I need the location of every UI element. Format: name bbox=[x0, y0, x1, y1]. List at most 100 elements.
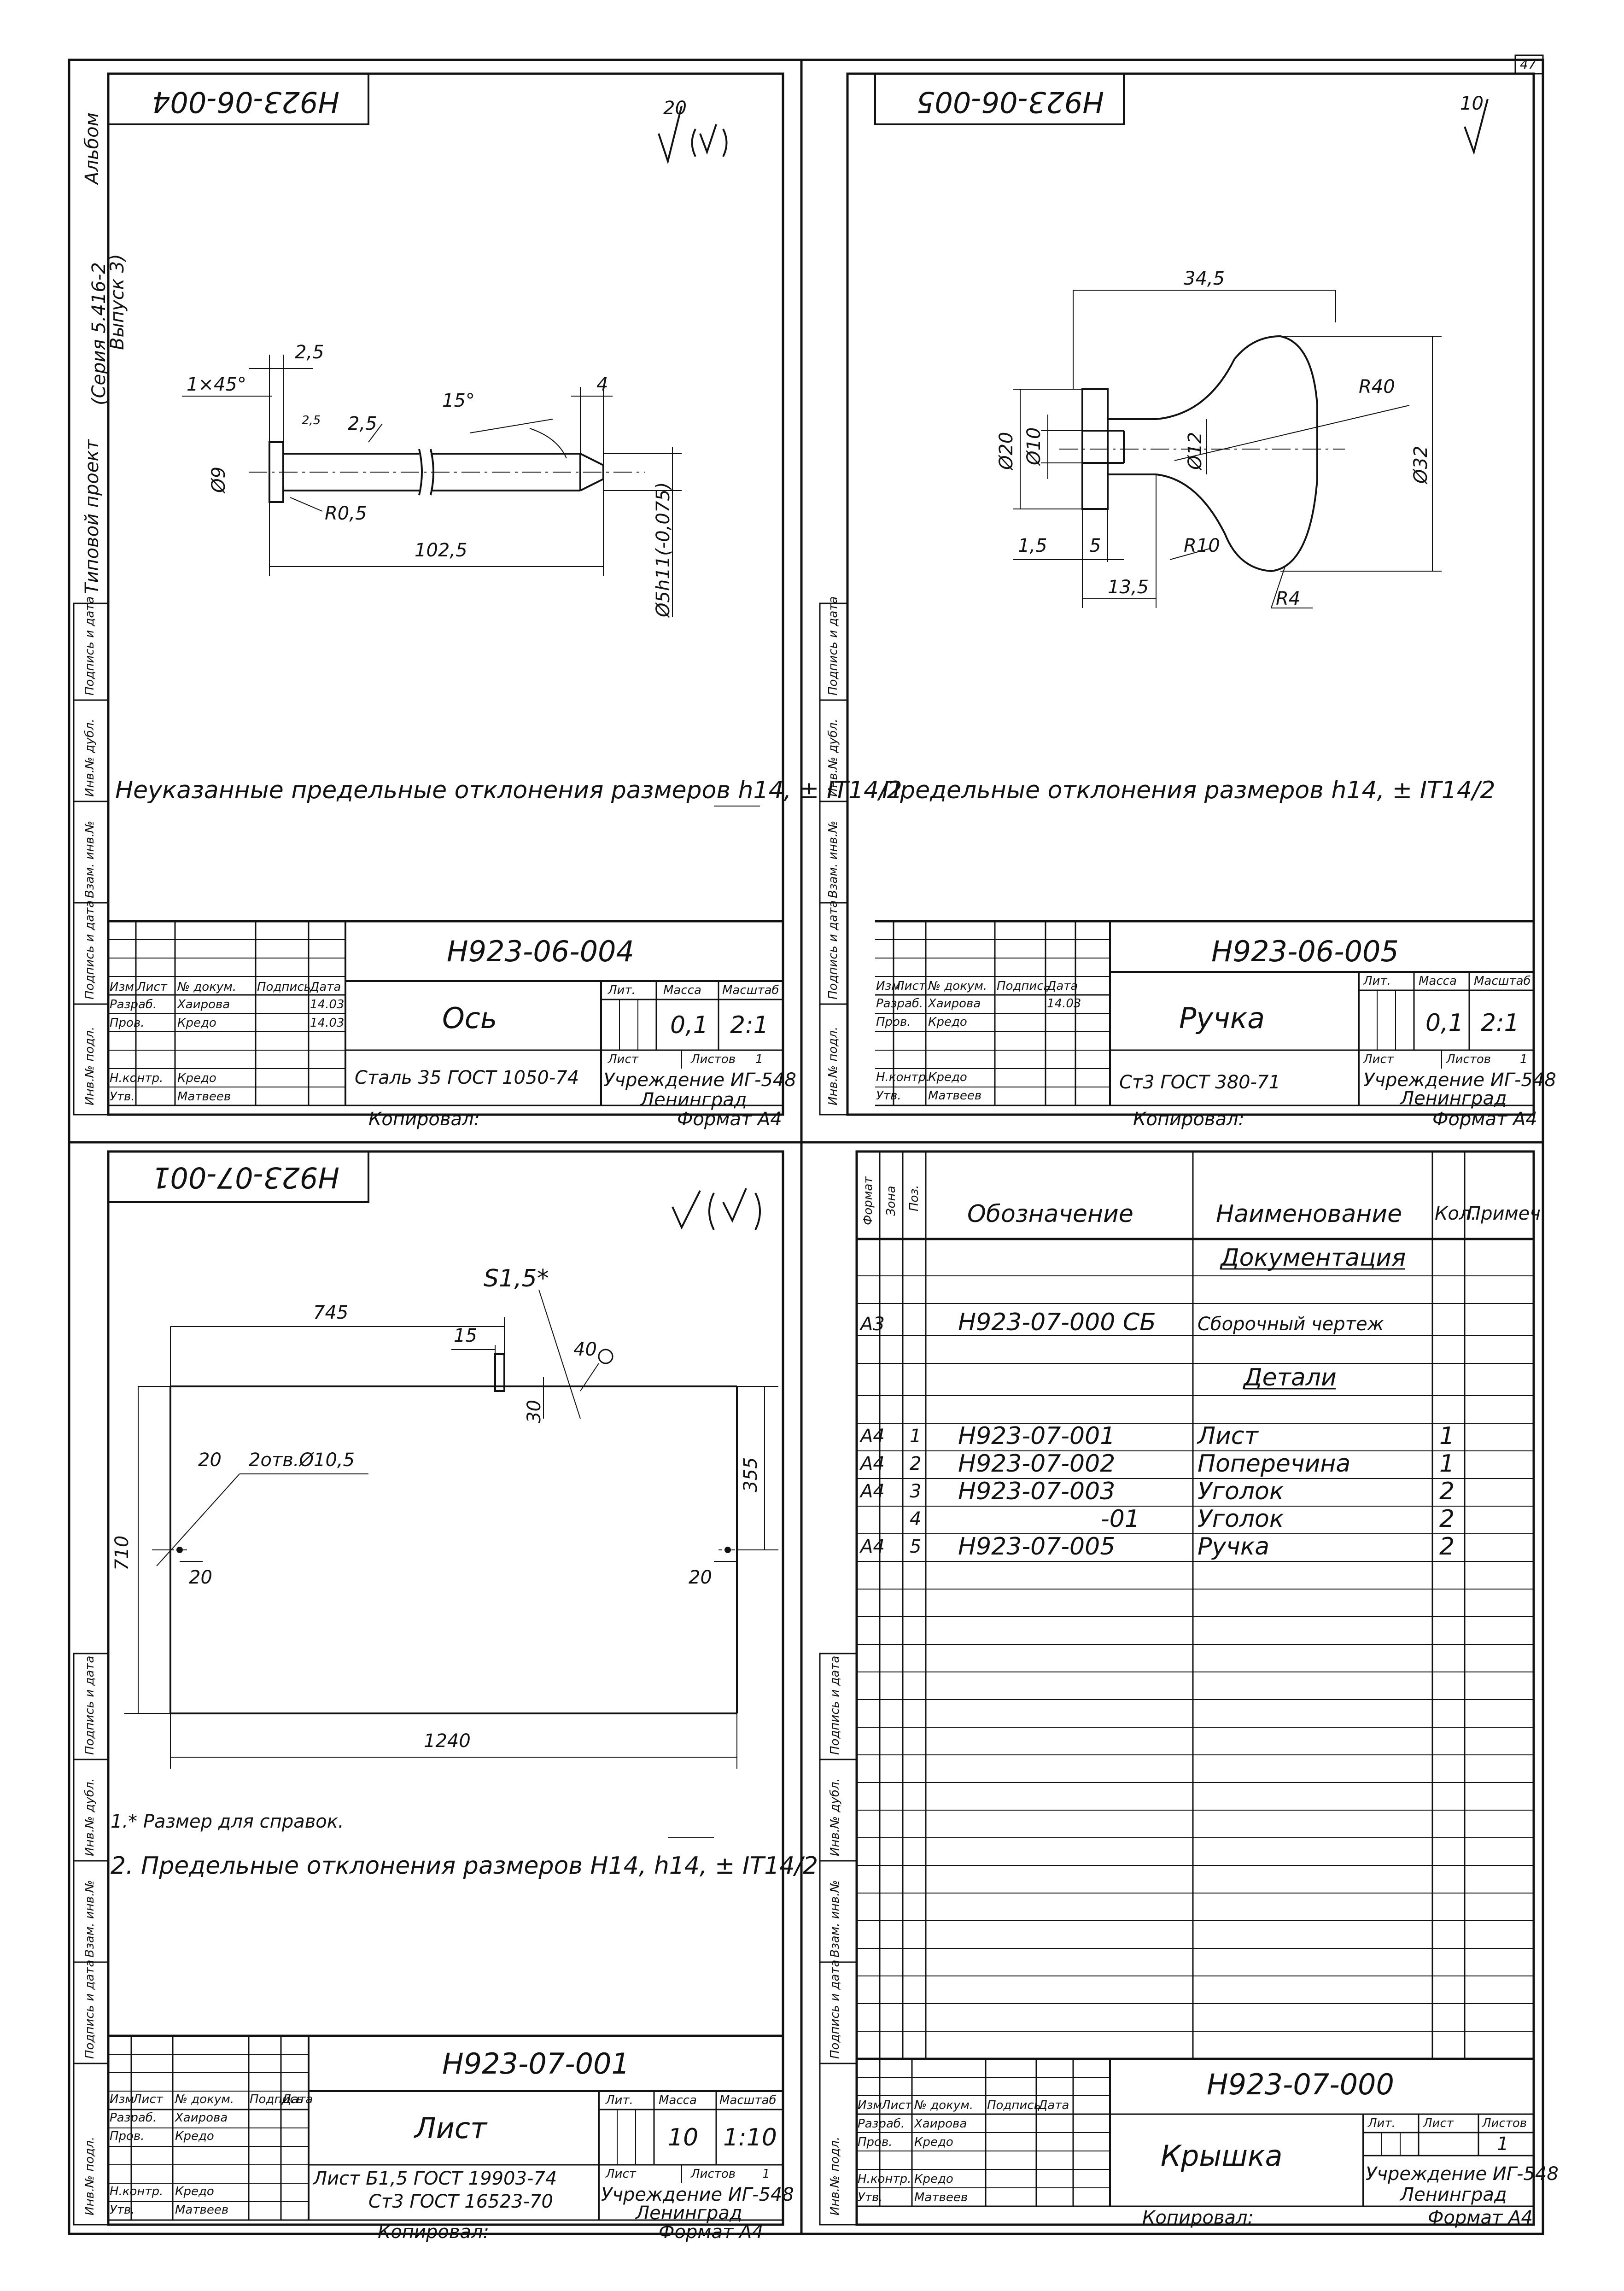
side-stamp-label: Инв.№ дубл. bbox=[83, 1778, 97, 1856]
sheet3-dim-710: 710 bbox=[111, 1535, 133, 1571]
sheet1-role-utv: Утв. bbox=[110, 1090, 135, 1104]
sheet4-hdr-sheets: Листов bbox=[1482, 2116, 1527, 2130]
spec-row-name: Ручка bbox=[1198, 1533, 1270, 1560]
side-stamp-label: Подпись и дата bbox=[83, 1655, 97, 1755]
sheet3-format: Формат А4 bbox=[659, 2221, 764, 2243]
sheet2-hdr-scale: Масштаб bbox=[1474, 974, 1531, 988]
spec-row-name: Лист bbox=[1198, 1422, 1258, 1450]
sheet1-dim-angle: 15° bbox=[442, 390, 475, 411]
sheet2-material: Ст3 ГОСТ 380-71 bbox=[1119, 1072, 1280, 1093]
sheet3-hdr-mass: Масса bbox=[659, 2093, 697, 2107]
spec-row-designation: Н923-07-005 bbox=[958, 1533, 1116, 1560]
sheet1-dim-4: 4 bbox=[596, 374, 608, 395]
sheet1-date1: 14.03 bbox=[310, 998, 345, 1011]
spec-hdr-note: Примеч. bbox=[1467, 1203, 1547, 1224]
sheet1-copied: Копировал: bbox=[368, 1109, 480, 1130]
sheet4-institution: Учреждение ИГ-548 bbox=[1366, 2163, 1559, 2185]
album-title-line3: Выпуск 3) bbox=[107, 254, 128, 350]
sheet1-hdr-doc: № докум. bbox=[177, 980, 237, 994]
sheet3-hdr-list: Лист bbox=[133, 2092, 163, 2106]
spec-row-pos: 2 bbox=[910, 1453, 922, 1474]
sheet4-hdr-sheet: Лист bbox=[1423, 2116, 1454, 2130]
sheet1-dim-2-5-small: 2,5 bbox=[302, 414, 321, 427]
sheet4-role-razrab: Разраб. bbox=[858, 2117, 905, 2131]
sheet3-role-nkontr: Н.контр. bbox=[110, 2185, 164, 2198]
sheet2-hdr-sign: Подпись bbox=[997, 979, 1051, 993]
sheet3-dim-15: 15 bbox=[454, 1325, 477, 1346]
spec-row-qty: 2 bbox=[1439, 1478, 1455, 1505]
side-stamp-label: Подпись и дата bbox=[828, 1959, 842, 2059]
sheet2-city: Ленинград bbox=[1400, 1088, 1507, 1109]
sheet1-hdr-list: Лист bbox=[137, 980, 167, 994]
sheet3-part-title: Лист bbox=[415, 2111, 487, 2145]
sheet3-mass: 10 bbox=[668, 2124, 699, 2151]
side-stamp-label: Инв.№ подл. bbox=[83, 2136, 97, 2215]
side-stamp-label: Инв.№ подл. bbox=[828, 2136, 842, 2215]
sheet4-hdr-lit: Лит. bbox=[1368, 2116, 1396, 2130]
sheet2-dim-dia10: Ø10 bbox=[1023, 427, 1045, 465]
spec-row-name: Уголок bbox=[1198, 1478, 1284, 1505]
sheet3-copied: Копировал: bbox=[378, 2221, 490, 2243]
side-stamp-label: Инв.№ дубл. bbox=[83, 719, 97, 797]
sheet1-date2: 14.03 bbox=[310, 1016, 345, 1030]
sheet3-dim-1240: 1240 bbox=[424, 1730, 471, 1752]
sheet3-drawing-code: Н923-07-001 bbox=[442, 2047, 630, 2081]
sheet2-person-nk: Кредо bbox=[928, 1070, 967, 1084]
sheet2-person-check: Кредо bbox=[928, 1015, 967, 1029]
sheet2-role-utv: Утв. bbox=[876, 1089, 901, 1103]
side-stamp-label: Взам. инв.№ bbox=[826, 820, 840, 898]
sheet4-city: Ленинград bbox=[1400, 2184, 1507, 2205]
sheet2-roughness-value: 10 bbox=[1460, 93, 1484, 114]
sheet3-person-nk: Кредо bbox=[175, 2185, 214, 2198]
sheet1-person-nk: Кредо bbox=[177, 1071, 216, 1085]
spec-row-pos: 4 bbox=[910, 1508, 922, 1530]
sheet1-hdr-sheets: Листов bbox=[691, 1052, 736, 1066]
spec-hdr-qty: Кол. bbox=[1435, 1203, 1477, 1224]
sheet4-person-utv: Матвеев bbox=[914, 2191, 968, 2204]
sheet1-dim-chamfer: 1×45° bbox=[187, 374, 246, 395]
spec-row-pos: 5 bbox=[910, 1536, 922, 1557]
sheet3-hdr-sheet: Лист bbox=[606, 2167, 636, 2181]
sheet3-scale: 1:10 bbox=[723, 2124, 777, 2151]
sheet4-hdr-izm: Изм bbox=[858, 2098, 882, 2112]
sheet2-hdr-sheets: Листов bbox=[1446, 1052, 1491, 1066]
sheet2-hdr-date: Дата bbox=[1047, 979, 1078, 993]
sheet2-person-dev: Хаирова bbox=[928, 997, 981, 1011]
side-stamp-label: Инв.№ дубл. bbox=[826, 719, 840, 797]
sheet3-role-utv: Утв. bbox=[110, 2203, 135, 2217]
sheet2-date1: 14.03 bbox=[1047, 997, 1081, 1011]
sheet2-hdr-izm: Изм bbox=[876, 979, 900, 993]
sheet3-mirror-code: Н923-07-001 bbox=[152, 1161, 339, 1194]
spec-row-designation: Н923-07-000 СБ bbox=[958, 1309, 1156, 1336]
spec-row-name: Поперечина bbox=[1198, 1450, 1351, 1478]
sheet2-note: Предельные отклонения размеров h14, ± IT… bbox=[882, 777, 1495, 804]
sheet4-hdr-list: Лист bbox=[882, 2098, 912, 2112]
sheet1-hdr-scale: Масштаб bbox=[722, 983, 779, 997]
side-stamp-label: Взам. инв.№ bbox=[83, 1880, 97, 1958]
sheet1-person-check: Кредо bbox=[177, 1016, 216, 1030]
sheet2-dim-dia20: Ø20 bbox=[996, 432, 1017, 470]
spec-section-parts: Детали bbox=[1244, 1364, 1337, 1391]
sheet1-dim-2-5-mid: 2,5 bbox=[348, 413, 377, 434]
spec-section-docs: Документация bbox=[1221, 1244, 1406, 1272]
spec-hdr-zone: Зона bbox=[884, 1186, 898, 1216]
side-stamp-label: Подпись и дата bbox=[83, 900, 97, 999]
sheet4-person-check: Кредо bbox=[914, 2135, 953, 2149]
sheet2-sheets-count: 1 bbox=[1520, 1052, 1528, 1066]
sheet1-dim-dia5: Ø5h11(-0,075) bbox=[653, 482, 674, 617]
sheet1-person-utv: Матвеев bbox=[177, 1090, 231, 1104]
spec-row-qty: 2 bbox=[1439, 1505, 1455, 1533]
sheet2-person-utv: Матвеев bbox=[928, 1089, 982, 1103]
sheet3-person-check: Кредо bbox=[175, 2129, 214, 2143]
sheet2-role-nkontr: Н.контр. bbox=[876, 1070, 930, 1084]
sheet3-dim-745: 745 bbox=[313, 1302, 349, 1323]
sheet1-drawing-code: Н923-06-004 bbox=[447, 935, 634, 968]
sheet3-dim-30: 30 bbox=[524, 1400, 545, 1423]
sheet3-dim-40: 40 bbox=[573, 1339, 597, 1360]
sheet1-role-prov: Пров. bbox=[110, 1016, 145, 1030]
sheet1-dim-r05: R0,5 bbox=[325, 503, 367, 524]
sheet3-material-1: Лист Б1,5 ГОСТ 19903-74 bbox=[313, 2168, 557, 2189]
side-stamp-label: Взам. инв.№ bbox=[83, 820, 97, 898]
sheet4-copied: Копировал: bbox=[1142, 2207, 1254, 2228]
sheet1-note: Неуказанные предельные отклонения размер… bbox=[115, 777, 902, 804]
